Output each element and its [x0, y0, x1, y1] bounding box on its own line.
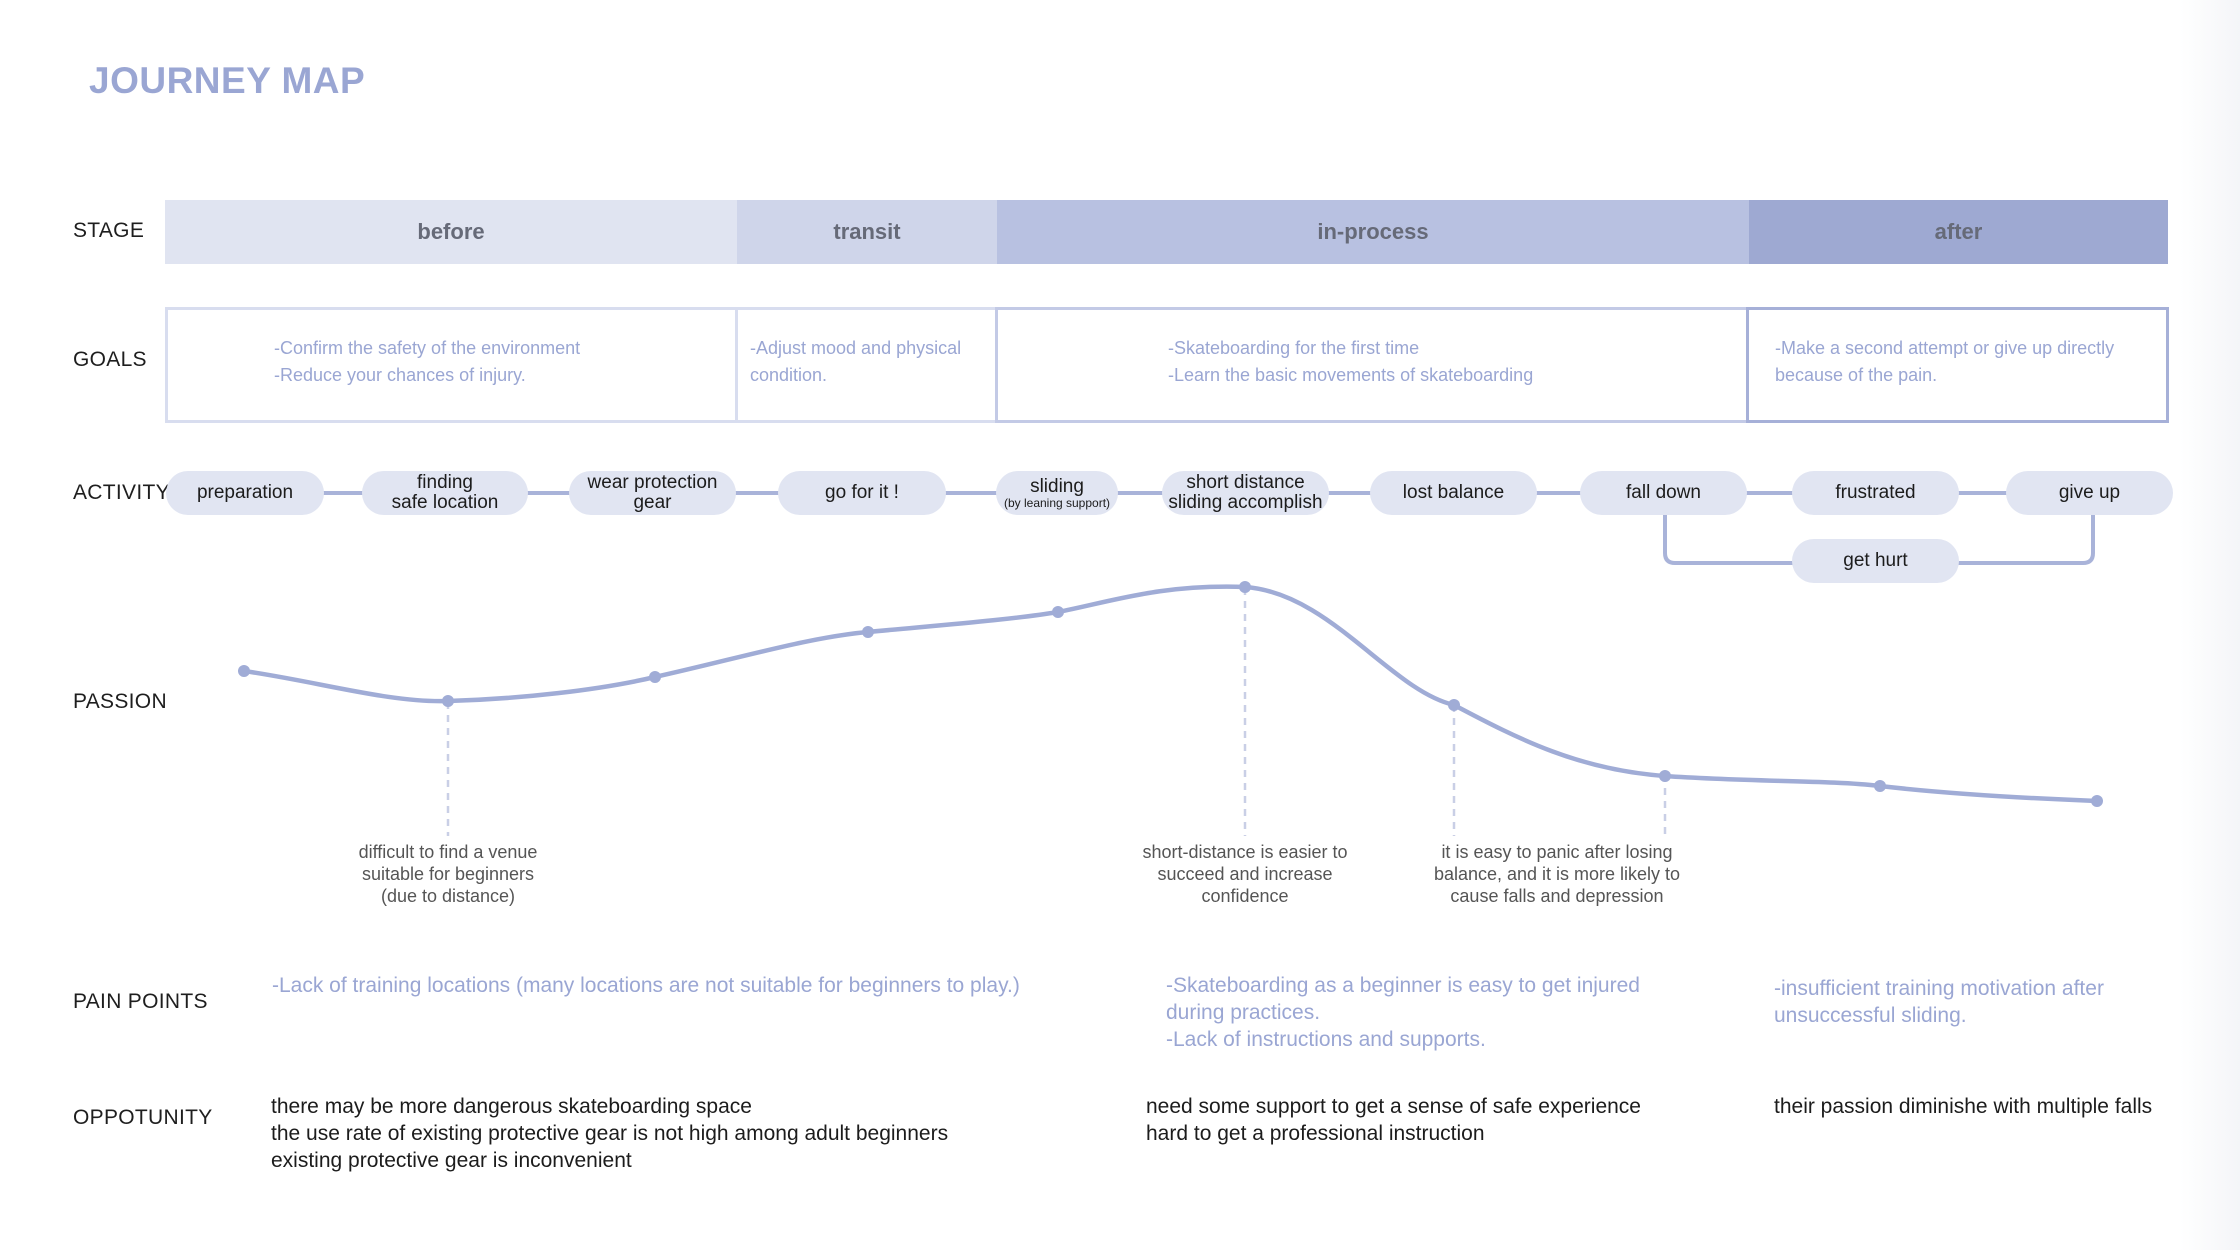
row-label-activity: ACTIVITY [73, 481, 170, 504]
row-label-opportunity: OPPOTUNITY [73, 1106, 213, 1129]
pain-line: during practices. [1166, 1001, 1321, 1024]
activity-label: safe location [391, 492, 499, 513]
activity-label: finding [417, 472, 473, 493]
activity-label: wear protection [587, 472, 718, 493]
note-line: balance, and it is more likely to [1433, 864, 1681, 884]
stage-after: after [1749, 200, 2168, 264]
goal-text-after: -Make a second attempt or give up direct… [1775, 335, 2114, 389]
passion-point [1659, 770, 1671, 782]
right-edge-shade [2180, 0, 2240, 1250]
stage-in-process: in-process [997, 200, 1749, 264]
opportunity-in-process: need some support to get a sense of safe… [1146, 1093, 1641, 1147]
passion-point [238, 665, 250, 677]
passion-note-confidence: short-distance is easier to succeed and … [1105, 841, 1385, 907]
activity-wear-protection-gear: wear protection gear [569, 471, 736, 515]
pain-line: -Lack of instructions and supports. [1166, 1028, 1486, 1051]
page-title: JOURNEY MAP [89, 60, 366, 101]
opportunity-line: need some support to get a sense of safe… [1146, 1095, 1641, 1118]
goal-line: -Skateboarding for the first time [1168, 338, 1420, 358]
opportunity-line: their passion diminishe with multiple fa… [1774, 1095, 2153, 1118]
activity-go-for-it: go for it ! [778, 471, 946, 515]
goal-text-in-process: -Skateboarding for the first time -Learn… [1168, 335, 1533, 389]
activity-short-distance-sliding: short distance sliding accomplish [1162, 471, 1329, 515]
goal-line: -Adjust mood and physical [750, 338, 962, 358]
row-label-passion: PASSION [73, 690, 167, 713]
passion-points [238, 581, 2103, 807]
note-line: succeed and increase [1157, 864, 1333, 884]
passion-point [442, 695, 454, 707]
row-label-goals: GOALS [73, 348, 147, 371]
activity-label: frustrated [1835, 482, 1916, 503]
opportunity-line: existing protective gear is inconvenient [271, 1149, 632, 1172]
note-line: (due to distance) [380, 886, 516, 906]
passion-point [2091, 795, 2103, 807]
stage-transit: transit [737, 200, 997, 264]
activity-label: sliding accomplish [1168, 492, 1323, 513]
opportunity-after: their passion diminishe with multiple fa… [1774, 1093, 2152, 1120]
passion-curve [241, 584, 2100, 804]
goal-line: because of the pain. [1775, 365, 1938, 385]
row-label-stage: STAGE [73, 219, 145, 242]
goal-line: condition. [750, 365, 828, 385]
pain-line: unsuccessful sliding. [1774, 1004, 1967, 1027]
passion-point [649, 671, 661, 683]
passion-point [1052, 606, 1064, 618]
activity-label: gear [633, 492, 672, 513]
opportunity-before: there may be more dangerous skateboardin… [271, 1093, 948, 1174]
passion-point [1448, 699, 1460, 711]
activity-finding-safe-location: finding safe location [362, 471, 528, 515]
stage-before: before [165, 200, 737, 264]
goal-text-before: -Confirm the safety of the environment -… [274, 335, 580, 389]
activity-fall-down: fall down [1580, 471, 1747, 515]
activity-label: get hurt [1843, 550, 1908, 571]
goal-line: -Reduce your chances of injury. [274, 365, 526, 385]
pain-line: -insufficient training motivation after [1774, 977, 2104, 1000]
goal-box-before: -Confirm the safety of the environment -… [165, 307, 738, 423]
passion-note-venue: difficult to find a venue suitable for b… [318, 841, 578, 907]
passion-point [862, 626, 874, 638]
passion-note-guides [446, 588, 1667, 836]
pain-point-in-process: -Skateboarding as a beginner is easy to … [1166, 972, 1640, 1053]
activity-label: give up [2058, 482, 2121, 503]
note-line: cause falls and depression [1450, 886, 1664, 906]
note-line: difficult to find a venue [358, 842, 538, 862]
goal-line: -Learn the basic movements of skateboard… [1168, 365, 1534, 385]
activity-frustrated: frustrated [1792, 471, 1959, 515]
note-line: suitable for beginners [361, 864, 535, 884]
goal-line: -Confirm the safety of the environment [274, 338, 581, 358]
pain-point-after: -insufficient training motivation after … [1774, 975, 2104, 1029]
activity-label: short distance [1186, 472, 1305, 493]
note-line: short-distance is easier to [1142, 842, 1348, 862]
pain-point-before: -Lack of training locations (many locati… [272, 972, 1020, 999]
note-line: confidence [1201, 886, 1289, 906]
opportunity-line: there may be more dangerous skateboardin… [271, 1095, 752, 1118]
pain-line: -Skateboarding as a beginner is easy to … [1166, 974, 1640, 997]
activity-label: preparation [196, 482, 294, 503]
passion-note-panic: it is easy to panic after losing balance… [1402, 841, 1712, 907]
note-line: it is easy to panic after losing [1441, 842, 1673, 862]
activity-get-hurt: get hurt [1792, 539, 1959, 583]
activity-sublabel: (by leaning support) [1003, 495, 1111, 510]
activity-sliding: sliding (by leaning support) [996, 471, 1118, 515]
passion-point [1239, 581, 1251, 593]
goal-text-transit: -Adjust mood and physical condition. [750, 335, 961, 389]
row-label-pain-points: PAIN POINTS [73, 990, 208, 1013]
activity-give-up: give up [2006, 471, 2173, 515]
activity-label: go for it ! [825, 482, 899, 503]
opportunity-line: hard to get a professional instruction [1146, 1122, 1485, 1145]
activity-label: lost balance [1402, 482, 1505, 503]
activity-label: sliding [1030, 475, 1084, 497]
activity-preparation: preparation [166, 471, 324, 515]
passion-point [1874, 780, 1886, 792]
activity-label: fall down [1626, 482, 1701, 503]
pain-line: -Lack of training locations (many locati… [272, 974, 1020, 997]
goal-line: -Make a second attempt or give up direct… [1775, 338, 2115, 358]
activity-lost-balance: lost balance [1370, 471, 1537, 515]
opportunity-line: the use rate of existing protective gear… [271, 1122, 949, 1145]
goal-box-after: -Make a second attempt or give up direct… [1746, 307, 2169, 423]
